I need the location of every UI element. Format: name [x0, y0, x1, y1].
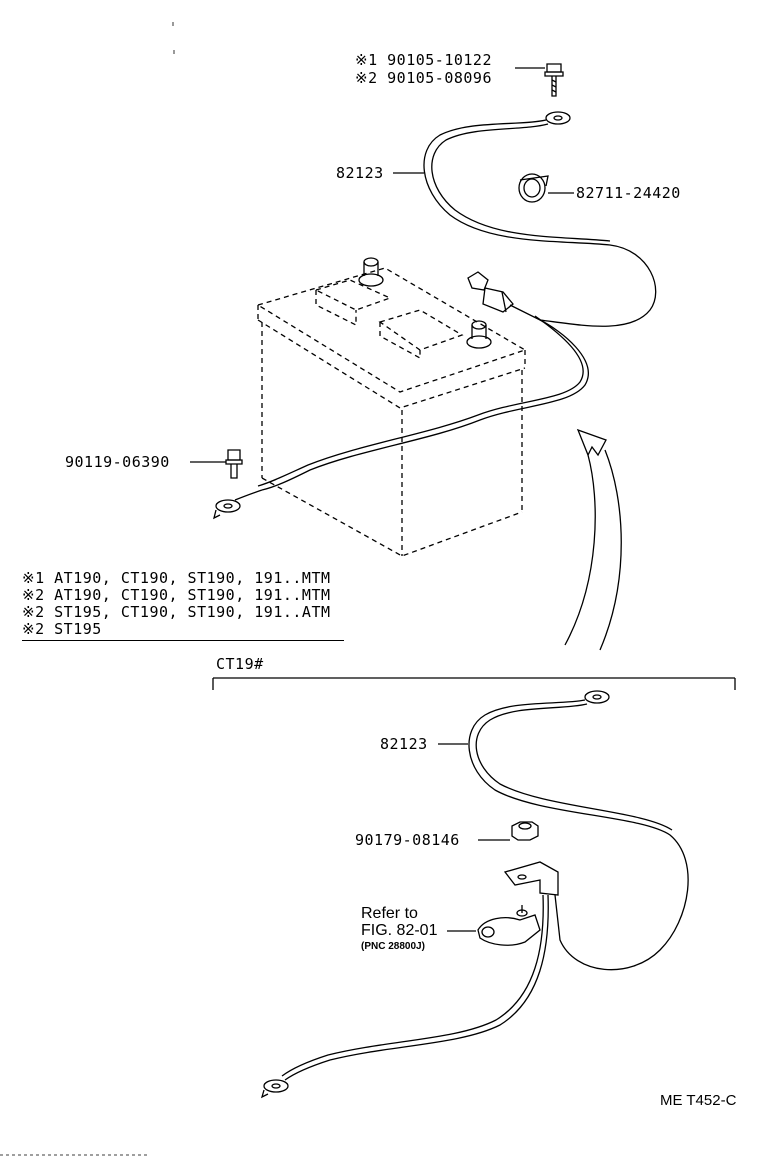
figure-code: ME T452-C: [660, 1092, 737, 1109]
note-line: ※2 AT190, CT190, ST190, 191..MTM: [22, 586, 331, 604]
upper-ground-cable: [213, 111, 657, 520]
note-line: ※2 ST195: [22, 620, 102, 638]
terminal-bolt-icon: [544, 63, 564, 97]
nut-part-number: 90179-08146: [355, 831, 460, 849]
bolt-part-number-1: ※1 90105-10122: [355, 51, 492, 69]
direction-arrow-icon: [564, 428, 622, 651]
ct19-section-title: CT19#: [216, 655, 264, 673]
battery-terminal-posts: [358, 257, 492, 349]
bolt-part-number-2: ※2 90105-08096: [355, 69, 492, 87]
cable-clamp-icon: [518, 173, 549, 203]
hold-down-bolt-icon: [225, 449, 243, 479]
refer-figure-label: FIG. 82-01: [361, 922, 438, 939]
battery-outline: [256, 267, 527, 557]
ct19-bracket: [212, 677, 736, 690]
hold-bolt-part-number: 90119-06390: [65, 453, 170, 471]
negative-terminal-icon: [467, 271, 514, 313]
cable-bracket-icon: [503, 861, 559, 896]
note-line: ※1 AT190, CT190, ST190, 191..MTM: [22, 569, 331, 587]
nut-icon: [511, 821, 539, 841]
battery-terminal-clamp-icon: [477, 905, 541, 946]
applicability-notes: ※1 AT190, CT190, ST190, 191..MTM ※2 AT19…: [22, 570, 344, 641]
clamp-part-number: 82711-24420: [576, 184, 681, 202]
lower-ground-cable: [260, 690, 689, 1099]
refer-pnc-label: (PNC 28800J): [361, 941, 425, 952]
cable-part-number-lower: 82123: [380, 735, 428, 753]
refer-to-label: Refer to: [361, 905, 418, 922]
cable-part-number-upper: 82123: [336, 164, 384, 182]
note-line: ※2 ST195, CT190, ST190, 191..ATM: [22, 603, 331, 621]
scan-marks: [172, 22, 175, 54]
